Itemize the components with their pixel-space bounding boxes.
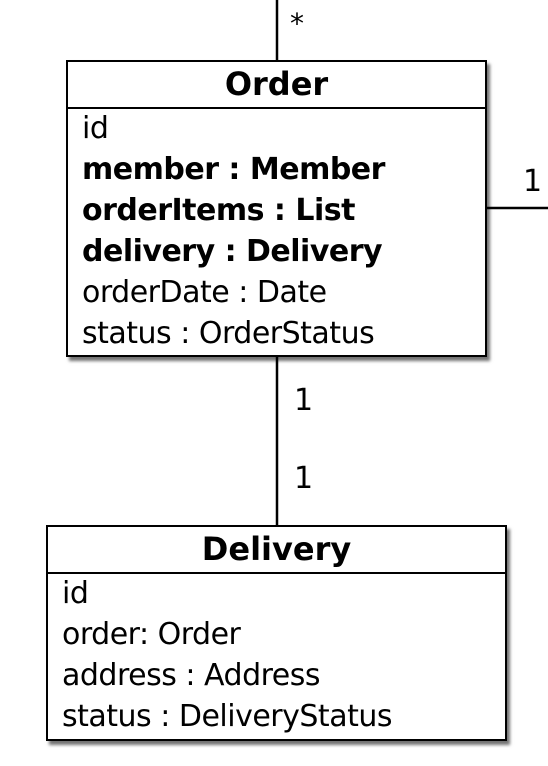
multiplicity-order-side: 1 — [294, 383, 314, 418]
order-attr-orderdate: orderDate : Date — [82, 275, 327, 310]
order-attributes: id member : Member orderItems : List del… — [68, 109, 485, 355]
delivery-attr-status: status : DeliveryStatus — [62, 699, 392, 734]
delivery-attr-id: id — [62, 576, 89, 611]
delivery-class-box: Delivery id order: Order address : Addre… — [46, 525, 507, 741]
order-attr-orderitems: orderItems : List — [82, 193, 355, 228]
order-attr-delivery: delivery : Delivery — [82, 234, 383, 269]
multiplicity-delivery-side: 1 — [294, 461, 314, 496]
delivery-attributes: id order: Order address : Address status… — [48, 574, 505, 738]
multiplicity-many-top: * — [290, 7, 304, 40]
order-class-title: Order — [68, 62, 485, 109]
order-attr-status: status : OrderStatus — [82, 316, 375, 351]
delivery-attr-order: order: Order — [62, 617, 241, 652]
order-class-box: Order id member : Member orderItems : Li… — [66, 60, 487, 357]
order-attr-id: id — [82, 111, 109, 146]
multiplicity-one-right: 1 — [523, 164, 543, 199]
delivery-attr-address: address : Address — [62, 658, 321, 693]
delivery-class-title: Delivery — [48, 527, 505, 574]
order-attr-member: member : Member — [82, 152, 385, 187]
